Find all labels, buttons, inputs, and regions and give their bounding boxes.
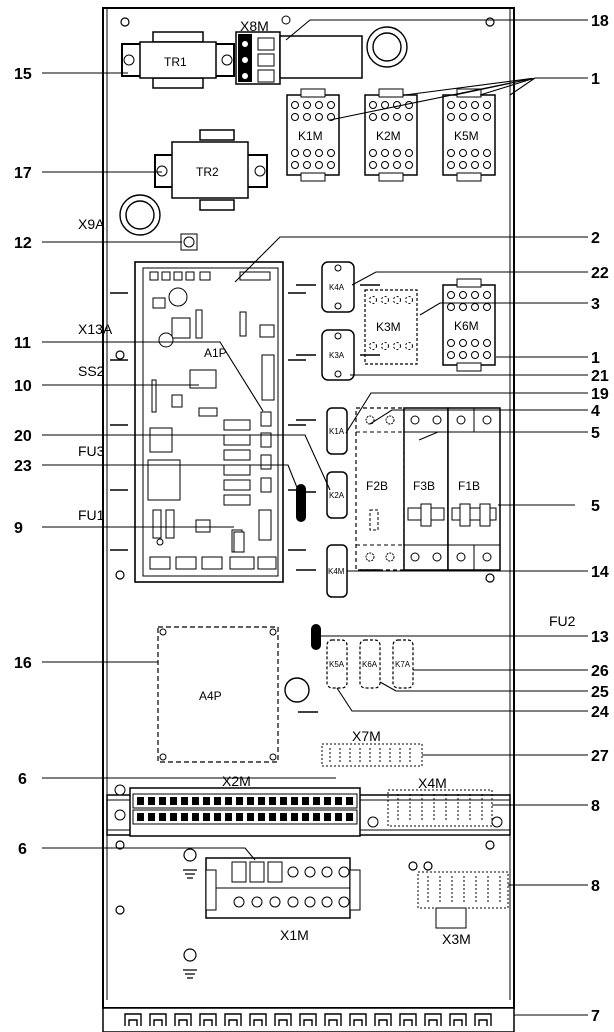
callout-25: 25 xyxy=(591,684,609,701)
callout-4: 4 xyxy=(591,403,600,420)
designator-k1a: K1A xyxy=(329,427,345,436)
designator-k3a: K3A xyxy=(329,351,345,360)
callout-6-top: 6 xyxy=(18,771,27,788)
designator-tr2: TR2 xyxy=(196,165,219,179)
relays-optional xyxy=(326,639,414,689)
label-x1m: X1M xyxy=(280,927,309,943)
callout-7: 7 xyxy=(591,1008,600,1025)
callout-22: 22 xyxy=(591,265,609,282)
designator-f2b: F2B xyxy=(366,479,388,493)
callout-27: 27 xyxy=(591,748,609,765)
callout-23: 23 xyxy=(14,458,32,475)
label-x2m: X2M xyxy=(222,773,251,789)
cable-entry-strip xyxy=(102,1007,515,1032)
callout-6-bottom: 6 xyxy=(18,841,27,858)
callout-19: 19 xyxy=(591,386,609,403)
label-x7m: X7M xyxy=(352,728,381,744)
callout-1-top: 1 xyxy=(591,71,600,88)
label-ss2: SS2 xyxy=(78,363,105,379)
callout-8-top: 8 xyxy=(591,798,600,815)
terminal-x3m-optional xyxy=(417,871,509,909)
callout-15: 15 xyxy=(14,66,32,83)
breaker-terminal-screws xyxy=(365,415,492,562)
a4p-mount-points xyxy=(159,628,277,761)
switch-ss2 xyxy=(198,407,218,417)
designator-k5a: K5A xyxy=(329,660,345,669)
contactor-k3m-optional xyxy=(364,289,418,365)
designator-f1b: F1B xyxy=(458,479,480,493)
label-fu2: FU2 xyxy=(549,613,576,629)
callout-16: 16 xyxy=(14,655,32,672)
callout-8-bottom: 8 xyxy=(591,878,600,895)
designator-k4a: K4A xyxy=(329,283,345,292)
callout-18: 18 xyxy=(591,13,609,30)
label-x8m: X8M xyxy=(240,18,269,34)
designator-k5m: K5M xyxy=(454,129,479,143)
designator-k6a: K6A xyxy=(362,660,378,669)
pcb-support-clips xyxy=(110,292,306,551)
terminal-x1m xyxy=(205,857,361,919)
designator-a1p: A1P xyxy=(204,346,227,360)
relay-k4a xyxy=(321,261,355,313)
label-fu3: FU3 xyxy=(78,443,105,459)
callout-5-bottom: 5 xyxy=(591,498,600,515)
fuse-fu3 xyxy=(296,484,306,522)
fuse-fu2 xyxy=(311,624,321,650)
breaker-f3b xyxy=(403,407,449,571)
transformer-tr2 xyxy=(154,129,268,211)
designator-a4p: A4P xyxy=(199,689,222,703)
callout-13: 13 xyxy=(591,629,609,646)
callout-1-mid: 1 xyxy=(591,350,600,367)
fuse-fu1 xyxy=(233,531,245,553)
terminal-x8m xyxy=(235,15,363,85)
designator-k4m: K4M xyxy=(328,567,345,576)
relay-k3a xyxy=(321,329,355,381)
pcb-a4p-optional xyxy=(157,626,279,763)
callout-9: 9 xyxy=(14,520,23,537)
label-x3m: X3M xyxy=(442,931,471,947)
designator-tr1: TR1 xyxy=(164,55,187,69)
callout-17: 17 xyxy=(14,165,32,182)
callout-21: 21 xyxy=(591,368,609,385)
designator-k7a: K7A xyxy=(395,660,411,669)
cable-grommets xyxy=(119,26,408,703)
designator-k6m: K6M xyxy=(454,319,479,333)
terminal-x4m-optional xyxy=(387,789,493,827)
label-x13a: X13A xyxy=(78,321,113,337)
terminal-x2m xyxy=(129,787,361,837)
callout-20: 20 xyxy=(14,428,32,445)
label-x4m: X4M xyxy=(418,775,447,791)
callout-5-top: 5 xyxy=(591,425,600,442)
callout-3: 3 xyxy=(591,296,600,313)
designator-k3m: K3M xyxy=(376,320,401,334)
transformer-tr1 xyxy=(121,31,235,89)
designator-k1m: K1M xyxy=(298,129,323,143)
relay-k2a xyxy=(326,471,348,519)
breaker-f1b xyxy=(447,407,501,571)
terminal-x7m-optional xyxy=(321,743,423,767)
label-fu1: FU1 xyxy=(78,507,105,523)
contactor-k2m xyxy=(364,88,418,182)
contactor-k1m xyxy=(286,88,340,182)
x3m-mount xyxy=(435,907,467,929)
pcb-a1p xyxy=(134,233,284,583)
contactor-k5m xyxy=(442,88,496,182)
label-x9a: X9A xyxy=(78,216,105,232)
callout-2: 2 xyxy=(591,230,600,247)
designator-f3b: F3B xyxy=(413,479,435,493)
designator-k2m: K2M xyxy=(376,129,401,143)
contactor-k6m xyxy=(442,278,496,372)
callout-12: 12 xyxy=(14,235,32,252)
leader-lines xyxy=(42,19,588,1016)
mounting-holes xyxy=(115,17,495,915)
callout-24: 24 xyxy=(591,704,609,721)
designator-k2a: K2A xyxy=(329,491,345,500)
callout-10: 10 xyxy=(14,378,32,395)
callout-26: 26 xyxy=(591,663,609,680)
callout-11: 11 xyxy=(14,335,31,352)
callout-14: 14 xyxy=(591,564,609,581)
earth-terminals xyxy=(183,848,433,979)
